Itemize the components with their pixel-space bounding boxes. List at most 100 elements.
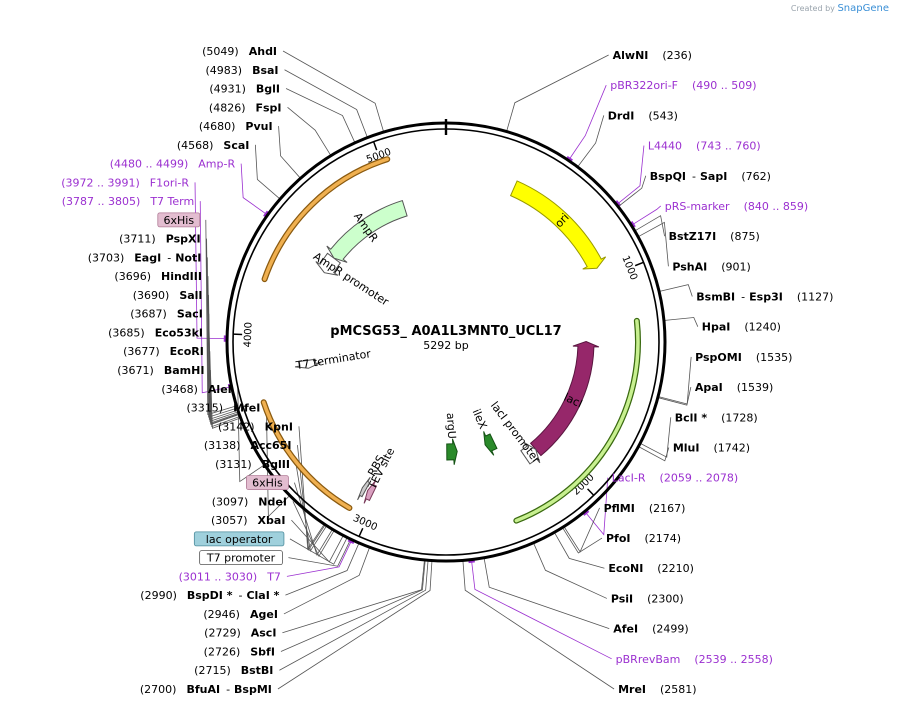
feature-ilex[interactable] <box>483 431 498 456</box>
site-bglii[interactable]: (3131)BglII <box>215 458 290 471</box>
site-name: BstBI <box>241 664 274 677</box>
site-mlui[interactable]: MluI(1742) <box>673 441 750 454</box>
site-prs-marker[interactable]: pRS-marker(840 .. 859) <box>665 200 808 213</box>
site-pspxi[interactable]: (3711)PspXI <box>119 233 200 246</box>
feature-ori[interactable] <box>509 180 607 270</box>
feature-ampr[interactable] <box>326 199 408 263</box>
site-t7[interactable]: (3011 .. 3030)T7 <box>179 570 281 583</box>
feature-ampr-promoter[interactable] <box>315 252 342 276</box>
site-acc65i[interactable]: (3138)Acc65I <box>204 439 292 452</box>
site-pflmi[interactable]: PflMI(2167) <box>604 502 686 515</box>
site-name: F1ori-R <box>150 176 190 189</box>
leader-line <box>585 477 609 536</box>
site-position: (5049) <box>202 45 239 58</box>
site-pvui[interactable]: (4680)PvuI <box>199 120 273 133</box>
site-ndei[interactable]: (3097)NdeI <box>212 495 287 508</box>
site-name: Amp-R <box>198 158 235 171</box>
site-eco53ki[interactable]: (3685)Eco53kI <box>108 326 203 339</box>
site-position: (3685) <box>108 326 145 339</box>
site-t7-promoter[interactable]: T7 promoter <box>199 550 283 566</box>
site-position: (2700) <box>140 683 177 696</box>
site-afei[interactable]: AfeI(2499) <box>613 623 688 636</box>
site-bstz17i[interactable]: BstZ17I(875) <box>669 230 760 243</box>
feature-rbs[interactable] <box>357 476 371 501</box>
site-bspqi[interactable]: BspQI-SapI(762) <box>650 170 771 183</box>
site-bamhi[interactable]: (3671)BamHI <box>117 364 204 377</box>
leader-line <box>659 284 693 297</box>
site-amp-r[interactable]: (4480 .. 4499)Amp-R <box>110 158 236 171</box>
site-alwni[interactable]: AlwNI(236) <box>613 49 692 62</box>
leader-line <box>278 126 301 178</box>
site-hindiii[interactable]: (3696)HindIII <box>114 270 202 283</box>
feature-tev-site[interactable] <box>363 479 378 504</box>
site-pspomi[interactable]: PspOMI(1535) <box>695 351 792 364</box>
site-psii[interactable]: PsiI(2300) <box>611 592 684 605</box>
site-pbr322ori-f[interactable]: pBR322ori-F(490 .. 509) <box>610 79 756 92</box>
site-fspi[interactable]: (4826)FspI <box>209 101 282 114</box>
site-bstbi[interactable]: (2715)BstBI <box>194 664 273 677</box>
site-hpai[interactable]: HpaI(1240) <box>702 321 781 334</box>
primer-mark <box>263 210 269 218</box>
feature-label-ilex: ileX <box>470 407 490 431</box>
site-eagi[interactable]: (3703)EagI-NotI <box>88 251 202 264</box>
leader-line <box>285 543 359 596</box>
leader-line <box>631 205 662 226</box>
site-pfoi[interactable]: PfoI(2174) <box>606 532 681 545</box>
site-6xhis[interactable]: 6xHis <box>246 475 289 490</box>
site-ecori[interactable]: (3677)EcoRI <box>123 345 204 358</box>
leader-line <box>471 560 612 660</box>
site-6xhis[interactable]: 6xHis <box>157 212 201 228</box>
site-position: (3142) <box>218 420 255 433</box>
site-agei[interactable]: (2946)AgeI <box>203 608 278 621</box>
feature-laci-promoter[interactable] <box>520 441 541 465</box>
site-laci-r[interactable]: LacI-R(2059 .. 2078) <box>612 472 738 485</box>
site-mrei[interactable]: MreI(2581) <box>618 683 697 696</box>
tick-mark <box>358 527 364 537</box>
site-pbrrevbam[interactable]: pBRrevBam(2539 .. 2558) <box>616 653 773 666</box>
site-saci[interactable]: (3687)SacI <box>130 308 203 321</box>
site-asci[interactable]: (2729)AscI <box>204 627 276 640</box>
tick-label: 4000 <box>243 322 255 348</box>
site-l4440[interactable]: L4440(743 .. 760) <box>648 140 761 153</box>
site-position: (3315) <box>186 402 223 415</box>
credit-prefix: Created by <box>790 4 835 13</box>
site-name: BsmBI <box>696 291 735 304</box>
site-bgli[interactable]: (4931)BglI <box>209 83 280 96</box>
label-text: (2715)BstBI <box>194 664 273 677</box>
site-kpni[interactable]: (3142)KpnI <box>218 420 293 433</box>
label-text: (3671)BamHI <box>117 364 204 377</box>
site-apai[interactable]: ApaI(1539) <box>695 381 773 394</box>
leader-line <box>617 145 645 205</box>
feature-laci[interactable] <box>529 340 600 457</box>
site-f1ori-r[interactable]: (3972 .. 3991)F1ori-R <box>61 176 189 189</box>
label-text: (3972 .. 3991)F1ori-R <box>61 176 189 189</box>
site-bspdi[interactable]: (2990)BspDI *-ClaI * <box>140 589 279 602</box>
site-scai[interactable]: (4568)ScaI <box>177 139 250 152</box>
label-text: PfoI(2174) <box>606 532 681 545</box>
site-ahdi[interactable]: (5049)AhdI <box>202 45 277 58</box>
site-bsmbi[interactable]: BsmBI-Esp3I(1127) <box>696 291 833 304</box>
site-bfuai[interactable]: (2700)BfuAI-BspMI <box>140 683 272 696</box>
primer-mark <box>468 559 475 564</box>
feature-argu[interactable] <box>446 438 458 465</box>
site-sali[interactable]: (3690)SalI <box>133 289 203 302</box>
site-bsai[interactable]: (4983)BsaI <box>206 64 279 77</box>
feature-t7-terminator[interactable] <box>294 358 321 369</box>
site-lac-operator[interactable]: lac operator <box>193 531 285 547</box>
primer-mark <box>227 383 232 391</box>
plasmid-name: pMCSG53_ A0A1L3MNT0_UCL17 <box>330 324 561 339</box>
site-xbai[interactable]: (3057)XbaI <box>211 514 285 527</box>
leader-line <box>658 387 692 406</box>
site-t7-term[interactable]: (3787 .. 3805)T7 Term <box>62 195 194 208</box>
site-alei[interactable]: (3468)AleI <box>161 383 231 396</box>
site-bcli[interactable]: BclI *(1728) <box>675 411 758 424</box>
site-pshai[interactable]: PshAI(901) <box>672 260 750 273</box>
label-text: (3787 .. 3805)T7 Term <box>62 195 194 208</box>
label-text: EcoNI(2210) <box>608 562 693 575</box>
site-sbfi[interactable]: (2726)SbfI <box>204 645 275 658</box>
primer-mark <box>630 220 636 228</box>
site-drdi[interactable]: DrdI(543) <box>608 109 678 122</box>
site-separator: - <box>226 683 230 696</box>
site-econi[interactable]: EcoNI(2210) <box>608 562 693 575</box>
site-mfei[interactable]: (3315)MfeI <box>186 402 260 415</box>
